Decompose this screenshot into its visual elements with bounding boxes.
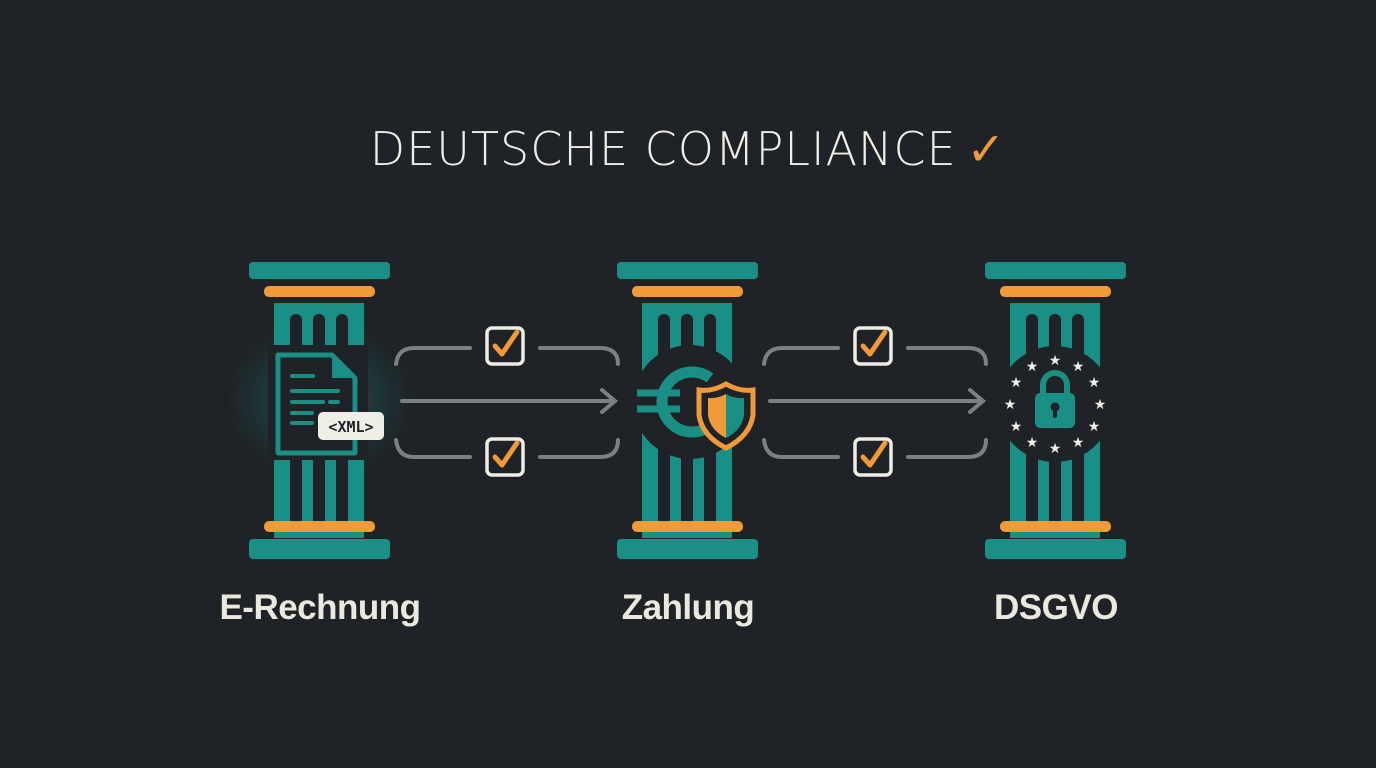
pillar-dsgvo: ★★★ ★★★ ★★★ ★★★ bbox=[985, 262, 1126, 559]
connector-2 bbox=[762, 346, 988, 459]
pillar-e-rechnung: <XML> bbox=[225, 262, 415, 559]
svg-text:★: ★ bbox=[1072, 359, 1085, 375]
euro-shield-icon bbox=[633, 345, 756, 459]
svg-text:★: ★ bbox=[1088, 375, 1101, 391]
svg-text:★: ★ bbox=[1072, 435, 1085, 451]
checkmark-icon: ✓ bbox=[966, 122, 1007, 176]
xml-badge: <XML> bbox=[328, 418, 373, 436]
label-e-rechnung: E-Rechnung bbox=[219, 588, 421, 627]
svg-text:★: ★ bbox=[1010, 419, 1023, 435]
label-dsgvo: DSGVO bbox=[994, 588, 1118, 627]
svg-text:★: ★ bbox=[1094, 397, 1107, 413]
checkbox-icon bbox=[855, 328, 891, 364]
document-xml-icon: <XML> bbox=[268, 345, 384, 460]
checkbox-icon bbox=[487, 328, 523, 364]
page-title: DEUTSCHE COMPLIANCE✓ bbox=[369, 122, 1007, 176]
checkbox-icon bbox=[855, 439, 891, 475]
eu-stars: ★★★ ★★★ ★★★ ★★★ bbox=[1004, 353, 1107, 457]
label-zahlung: Zahlung bbox=[621, 588, 755, 627]
svg-text:★: ★ bbox=[1004, 397, 1017, 413]
svg-text:★: ★ bbox=[1088, 419, 1101, 435]
svg-text:★: ★ bbox=[1049, 353, 1062, 369]
connector-1 bbox=[394, 346, 620, 459]
svg-text:★: ★ bbox=[1026, 359, 1039, 375]
checkbox-icon bbox=[487, 439, 523, 475]
pillar-zahlung bbox=[617, 262, 758, 559]
svg-text:★: ★ bbox=[1010, 375, 1023, 391]
svg-text:★: ★ bbox=[1026, 435, 1039, 451]
svg-text:★: ★ bbox=[1049, 441, 1062, 457]
eu-lock-icon: ★★★ ★★★ ★★★ ★★★ bbox=[997, 346, 1113, 462]
